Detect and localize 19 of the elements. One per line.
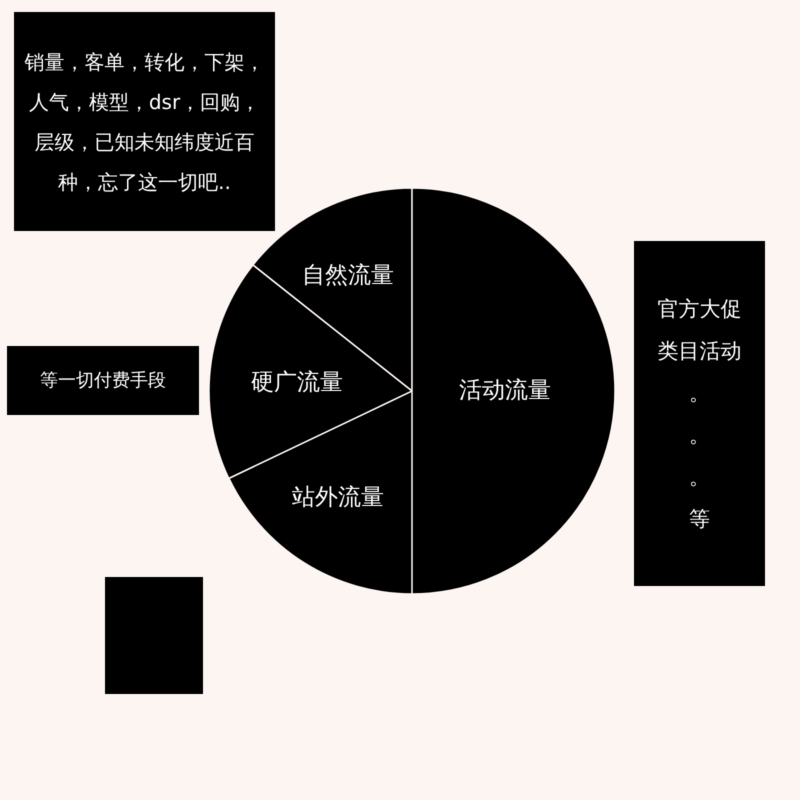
slice-label: 自然流量 — [302, 262, 394, 290]
pie-slice — [252, 188, 412, 391]
box-text: 等 — [689, 506, 710, 532]
pie-slice — [209, 264, 412, 478]
text-box — [14, 12, 275, 231]
slice-label: 站外流量 — [292, 484, 384, 512]
box-text: 。 — [689, 422, 710, 448]
box-text: 销量，客单，转化，下架，人气，模型，dsr，回购，层级，已知未知纬度近百种，忘了这一切吧.. — [24, 48, 266, 196]
text-box — [7, 346, 199, 415]
box-text: 。 — [689, 464, 710, 490]
text-box — [634, 241, 765, 586]
box-text: 。 — [689, 380, 710, 406]
box-text: 官方大促 — [658, 296, 742, 322]
pie-slice — [228, 391, 412, 594]
box — [105, 577, 203, 694]
box-text: 等一切付费手段 — [40, 368, 166, 392]
slice-label: 活动流量 — [459, 376, 551, 406]
box-text: 类目活动 — [658, 338, 742, 364]
slice-label: 硬广流量 — [250, 368, 343, 398]
